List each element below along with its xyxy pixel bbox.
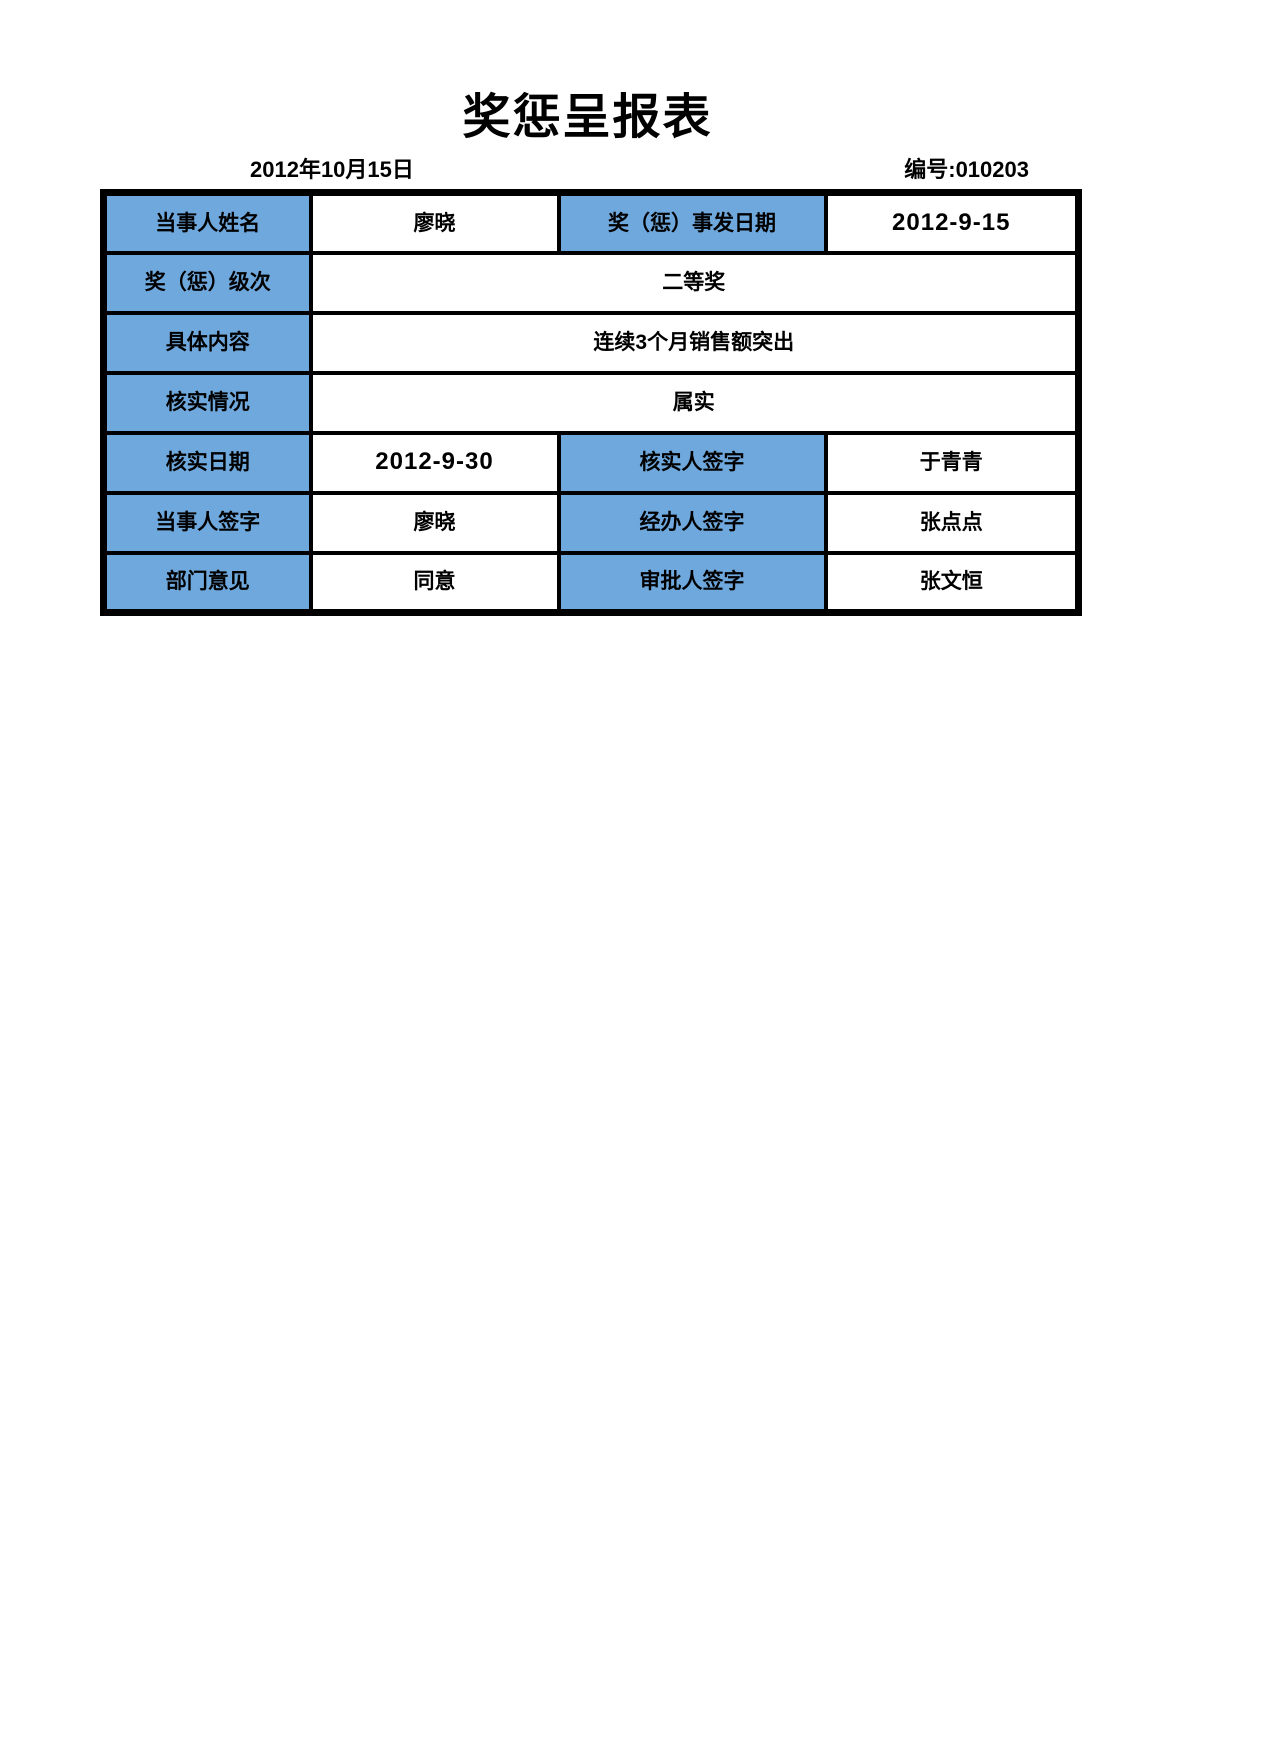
cell-value-party-name: 廖晓 <box>308 190 561 255</box>
cell-value-verifier-signature: 于青青 <box>823 430 1081 495</box>
cell-label-verifier-signature: 核实人签字 <box>556 430 828 495</box>
cell-label-party-name: 当事人姓名 <box>101 190 313 255</box>
cell-label-award-level: 奖（惩）级次 <box>101 250 313 315</box>
report-table: 当事人姓名 廖晓 奖（惩）事发日期 2012-9-15 奖（惩）级次 二等奖 具… <box>100 189 1082 616</box>
table-row-verification: 核实情况 属实 <box>101 370 1081 435</box>
report-document: 奖惩呈报表 2012年10月15日 编号:010203 当事人姓名 廖晓 奖（惩… <box>100 88 1082 616</box>
table-row-award-level: 奖（惩）级次 二等奖 <box>101 250 1081 315</box>
cell-value-dept-opinion: 同意 <box>308 550 561 615</box>
cell-label-incident-date: 奖（惩）事发日期 <box>556 190 828 255</box>
page-title: 奖惩呈报表 <box>462 91 713 144</box>
cell-label-verify-date: 核实日期 <box>101 430 313 495</box>
cell-value-party-signature: 廖晓 <box>308 490 561 555</box>
report-date: 2012年10月15日 <box>250 157 414 182</box>
table-row-party-signature: 当事人签字 廖晓 经办人签字 张点点 <box>101 490 1081 555</box>
table-row-party-name: 当事人姓名 廖晓 奖（惩）事发日期 2012-9-15 <box>101 190 1081 255</box>
table-row-dept-opinion: 部门意见 同意 审批人签字 张文恒 <box>101 550 1081 615</box>
table-row-verify-date: 核实日期 2012-9-30 核实人签字 于青青 <box>101 430 1081 495</box>
cell-label-approver-signature: 审批人签字 <box>556 550 828 615</box>
cell-value-award-level: 二等奖 <box>308 250 1081 315</box>
subheader: 2012年10月15日 编号:010203 <box>100 152 1075 189</box>
cell-label-handler-signature: 经办人签字 <box>556 490 828 555</box>
cell-value-approver-signature: 张文恒 <box>823 550 1081 615</box>
serial-number: 编号:010203 <box>904 157 1029 182</box>
cell-label-party-signature: 当事人签字 <box>101 490 313 555</box>
cell-value-details: 连续3个月销售额突出 <box>308 310 1081 375</box>
cell-value-verify-date: 2012-9-30 <box>308 430 561 495</box>
cell-label-details: 具体内容 <box>101 310 313 375</box>
cell-value-verification: 属实 <box>308 370 1081 435</box>
cell-value-handler-signature: 张点点 <box>823 490 1081 555</box>
cell-label-verification: 核实情况 <box>101 370 313 435</box>
cell-value-incident-date: 2012-9-15 <box>823 190 1081 255</box>
table-row-details: 具体内容 连续3个月销售额突出 <box>101 310 1081 375</box>
cell-label-dept-opinion: 部门意见 <box>101 550 313 615</box>
